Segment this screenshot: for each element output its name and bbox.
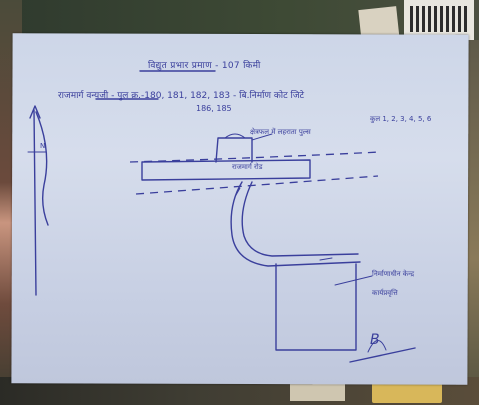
side-mark: N [40, 142, 46, 150]
background-card [290, 381, 345, 401]
signature-underline [349, 347, 416, 363]
curve-outer [230, 181, 361, 267]
label-top: क्षेत्रफल में लहराता पुल्स [250, 128, 311, 136]
axis-curve [35, 111, 49, 226]
barcode-pattern [410, 6, 468, 32]
bottom-box [275, 263, 357, 351]
background-card-yellow [372, 381, 442, 403]
sketch-title: विद्युत प्रभार प्रमाण - 107 किमी [148, 61, 261, 71]
label-right-1: निर्माणाधीन केन्द्र [372, 270, 415, 278]
label-right-2: कार्यप्रवृत्ति [372, 289, 398, 297]
signature-stroke [367, 340, 387, 353]
axis-line [33, 109, 37, 296]
signature: B [370, 332, 380, 348]
background-label [404, 0, 474, 40]
pier-top [224, 133, 246, 139]
sketch-details-b: 186, 185 [196, 104, 232, 113]
sketch-details: राजमार्ग वन्यजी - पुल क्र.-180, 181, 182… [58, 91, 305, 101]
curve-arrow-2 [319, 257, 333, 261]
sketch-details-c: कुल 1, 2, 3, 4, 5, 6 [370, 115, 432, 123]
leader-right [334, 275, 373, 286]
pier-outline [215, 137, 253, 163]
axis-arrow [29, 105, 41, 119]
road-dash-lower [135, 175, 379, 195]
leader-top [251, 133, 273, 141]
curve-arrow-1 [235, 187, 241, 196]
curve-inner [241, 181, 359, 257]
label-road: राजमार्ग रोड [232, 163, 263, 171]
road-dash-upper [129, 151, 381, 163]
road-body [141, 159, 311, 181]
